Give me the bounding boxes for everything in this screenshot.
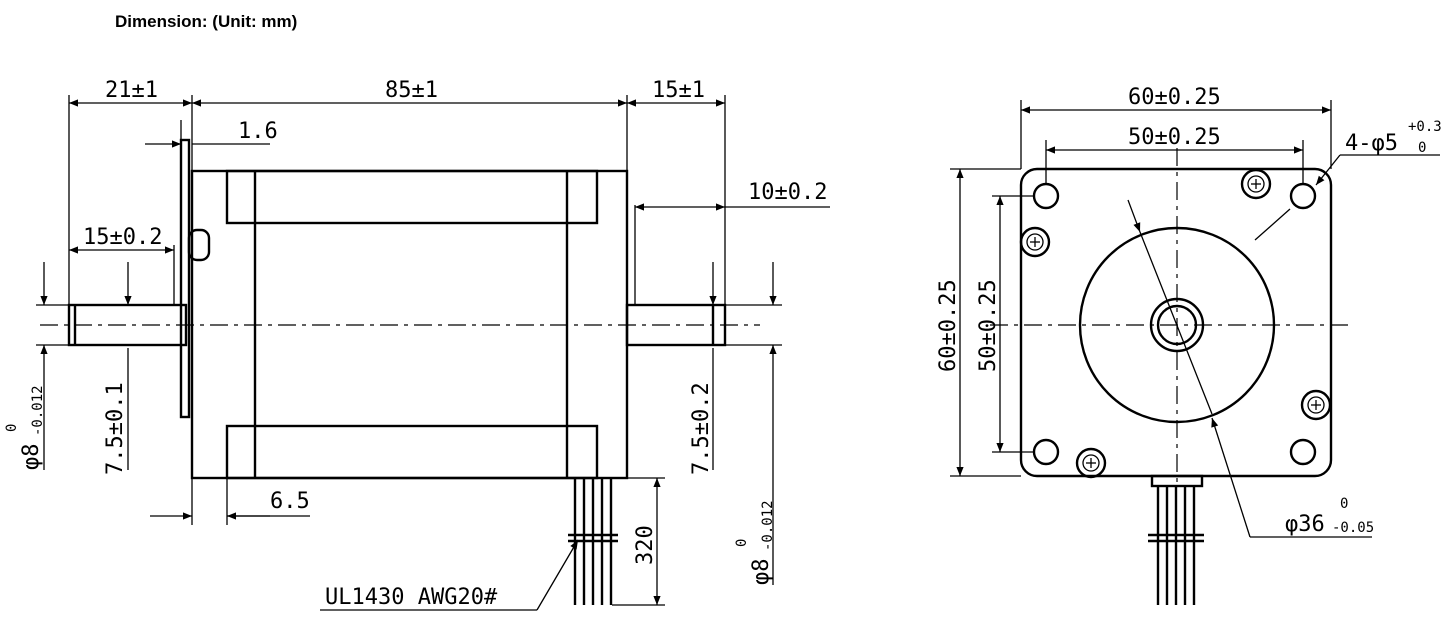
svg-text:-0.012: -0.012 xyxy=(30,385,46,436)
dim-rear-flat-depth: 7.5±0.2 xyxy=(689,382,714,475)
dim-mount-holes-upper: +0.3 xyxy=(1408,119,1442,135)
screw-bottom xyxy=(1075,447,1107,479)
dim-flat-length: 15±0.2 xyxy=(83,225,162,250)
lead-wire-spec: UL1430 AWG20# xyxy=(325,585,498,610)
dim-overall-width: 60±0.25 xyxy=(1128,85,1221,110)
dim-front-shaft-length: 21±1 xyxy=(105,78,158,103)
svg-text:0: 0 xyxy=(4,424,20,432)
dim-pilot-dia-upper: 0 xyxy=(1340,496,1348,512)
dim-rear-flat-length: 10±0.2 xyxy=(748,180,827,205)
mount-hole-br xyxy=(1289,438,1317,466)
drawing-title: Dimension: (Unit: mm) xyxy=(115,12,297,31)
body-bottom-slot xyxy=(225,424,599,480)
dim-pilot-dia: φ36 xyxy=(1285,512,1325,537)
dim-rear-shaft-dia: φ8 0 -0.012 xyxy=(734,500,776,585)
lead-wires xyxy=(568,478,618,605)
dim-boss-offset: 6.5 xyxy=(270,489,310,514)
shaft-outer xyxy=(1149,297,1205,353)
dim-body-length: 85±1 xyxy=(385,78,438,103)
front-flange xyxy=(179,138,191,419)
dim-hole-spacing-h: 50±0.25 xyxy=(1128,125,1221,150)
side-view: 21±1 85±1 15±1 1.6 15±0.2 10±0.2 φ8 0 -0… xyxy=(4,78,830,611)
flange-boss xyxy=(187,228,211,262)
dim-pilot-dia-lower: -0.05 xyxy=(1332,520,1374,536)
dim-front-shaft-dia: φ8 0 -0.012 xyxy=(4,385,46,470)
mount-hole-tl xyxy=(1032,182,1060,210)
dim-front-flat-depth: 7.5±0.1 xyxy=(103,382,128,475)
svg-text:φ8: φ8 xyxy=(749,559,774,586)
shaft-inner xyxy=(1156,304,1198,346)
svg-text:-0.012: -0.012 xyxy=(760,500,776,551)
dim-mount-holes: 4-φ5 xyxy=(1345,131,1398,156)
dim-overall-height: 60±0.25 xyxy=(936,279,961,372)
rear-shaft xyxy=(625,303,727,347)
svg-text:0: 0 xyxy=(734,539,750,547)
dim-flange-thickness: 1.6 xyxy=(238,119,278,144)
svg-text:φ8: φ8 xyxy=(19,444,44,471)
dim-lead-length: 320 xyxy=(633,525,658,565)
front-lead-wires xyxy=(1148,474,1204,605)
mount-hole-bl xyxy=(1032,438,1060,466)
dim-mount-holes-lower: 0 xyxy=(1418,140,1426,156)
screw-right xyxy=(1300,389,1332,421)
mount-hole-tr xyxy=(1289,182,1317,210)
front-view: 60±0.25 50±0.25 60±0.25 50±0.25 4-φ5 +0.… xyxy=(936,85,1442,605)
dim-hole-spacing-v: 50±0.25 xyxy=(976,279,1001,372)
body-top-slot xyxy=(225,169,599,225)
screw-left xyxy=(1019,226,1051,258)
dim-rear-shaft-length: 15±1 xyxy=(652,78,705,103)
screw-top xyxy=(1240,168,1272,200)
pilot-circle xyxy=(1078,226,1276,424)
